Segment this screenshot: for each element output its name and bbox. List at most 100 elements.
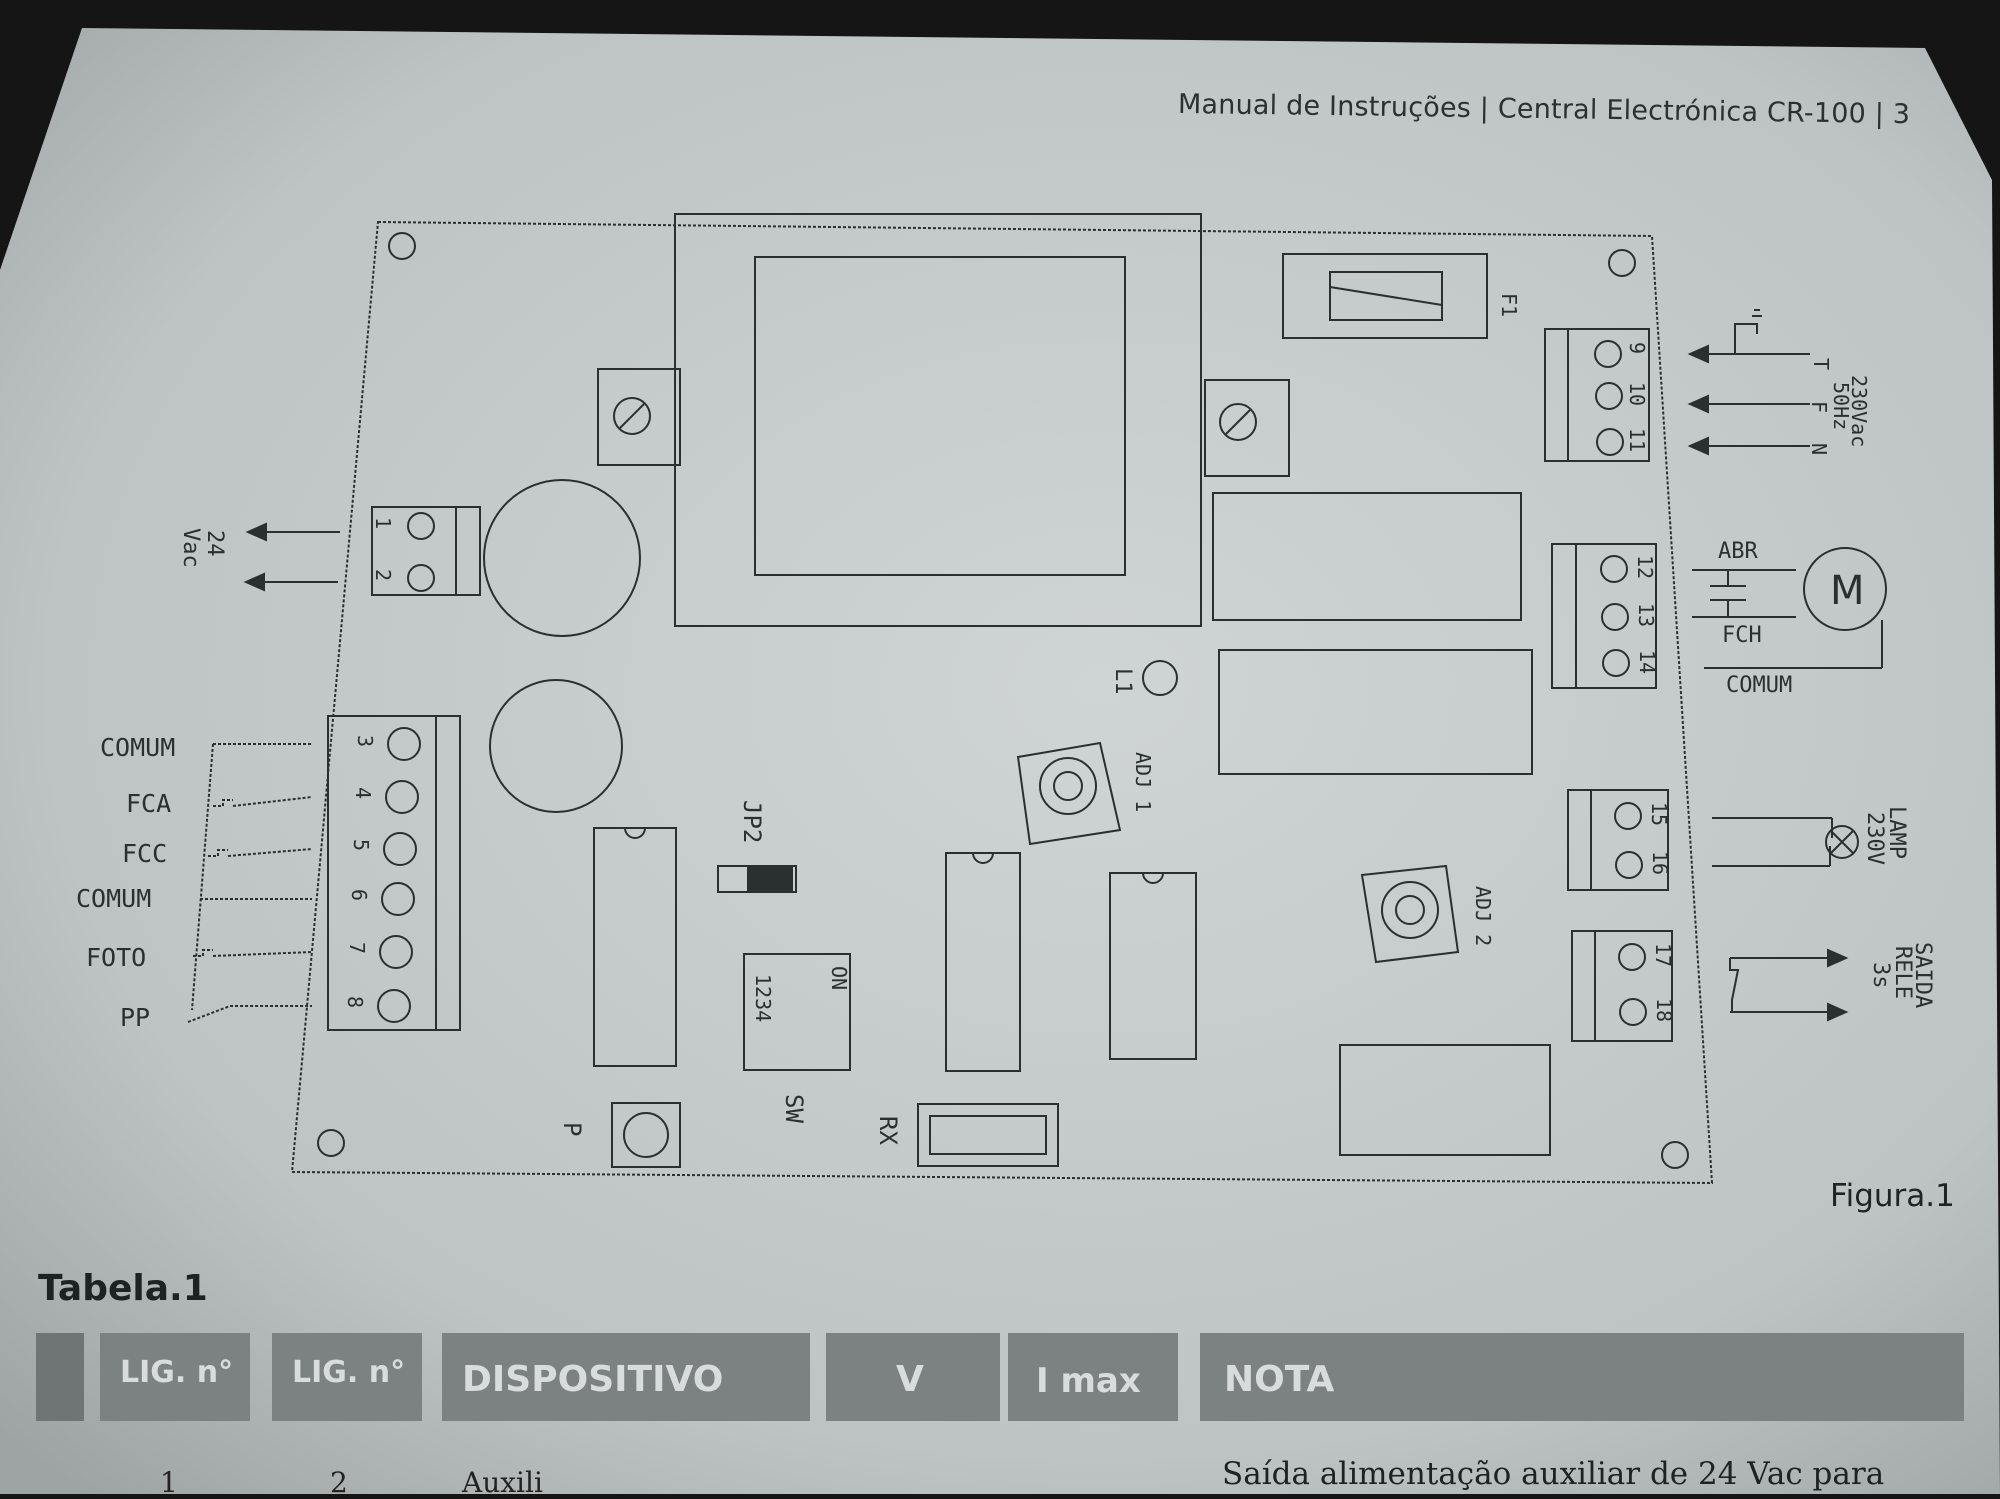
label-input-fca: FCA bbox=[126, 789, 171, 818]
dip-switch bbox=[743, 953, 851, 1071]
label-adj1: ADJ 1 bbox=[1131, 752, 1155, 812]
terminal-number: 10 bbox=[1625, 382, 1649, 406]
label-relay-out: SAIDA bbox=[1910, 942, 1935, 1008]
label-adj2: ADJ 2 bbox=[1471, 886, 1495, 946]
transformer-tab bbox=[597, 368, 681, 466]
motor-wiring bbox=[1692, 569, 1883, 669]
table-cell-lig2: 2 bbox=[330, 1466, 348, 1499]
terminal-number: 1 bbox=[371, 517, 395, 529]
label-mains-rating: 230Vac bbox=[1847, 375, 1871, 447]
table-header-nota: NOTA bbox=[1200, 1333, 1964, 1421]
mount-hole bbox=[1661, 1141, 1689, 1169]
label-input-foto: FOTO bbox=[86, 943, 146, 972]
transformer bbox=[674, 213, 1202, 627]
motor-icon bbox=[1803, 547, 1887, 631]
adj2-potentiometer bbox=[1360, 864, 1460, 964]
terminal-number: 13 bbox=[1634, 603, 1658, 627]
label-lamp-voltage: 230V bbox=[1862, 812, 1887, 865]
ic-chip-2 bbox=[945, 852, 1021, 1072]
transformer-tab bbox=[1204, 379, 1290, 477]
label-relay-word: RELE bbox=[1890, 946, 1915, 999]
mount-hole bbox=[388, 232, 416, 260]
input-wiring bbox=[187, 743, 313, 1023]
table-header-dispositivo: DISPOSITIVO bbox=[442, 1333, 810, 1421]
terminal-block-motor bbox=[1551, 543, 1657, 689]
label-motor-fch: FCH bbox=[1722, 623, 1762, 648]
terminal-number: 18 bbox=[1652, 998, 1676, 1022]
label-sw: SW bbox=[780, 1094, 808, 1123]
pcb-outline bbox=[290, 220, 1714, 1185]
label-input-pp: PP bbox=[120, 1003, 150, 1032]
jp2-jumper bbox=[717, 865, 797, 893]
relay bbox=[1218, 649, 1533, 775]
table-title: Tabela.1 bbox=[38, 1268, 208, 1309]
figure-caption: Figura.1 bbox=[1830, 1178, 1955, 1214]
label-supply-24: 24 bbox=[202, 530, 227, 557]
arrow-icon bbox=[243, 522, 340, 592]
terminal-block-mains bbox=[1544, 328, 1650, 462]
table-header-v: V bbox=[826, 1333, 1000, 1421]
terminal-number: 11 bbox=[1625, 428, 1649, 452]
table-cell-device: Auxili bbox=[462, 1466, 543, 1499]
label-dip-on: ON bbox=[827, 966, 851, 990]
screw-icon bbox=[613, 397, 651, 435]
label-rx: RX bbox=[874, 1116, 902, 1145]
terminal-block-lamp bbox=[1567, 789, 1669, 891]
relay bbox=[1212, 492, 1522, 621]
label-led: L1 bbox=[1110, 668, 1135, 695]
lamp-wiring bbox=[1712, 817, 1833, 867]
terminal-number: 7 bbox=[345, 942, 369, 954]
mount-hole bbox=[317, 1129, 345, 1157]
label-button-p: P bbox=[558, 1122, 586, 1136]
label-dip-numbers: 1234 bbox=[751, 974, 775, 1022]
ic-chip-3 bbox=[1109, 872, 1197, 1060]
terminal-number: 14 bbox=[1635, 650, 1659, 674]
terminal-number: 17 bbox=[1651, 943, 1675, 967]
adj1-potentiometer bbox=[1016, 741, 1122, 846]
terminal-block-relay bbox=[1571, 930, 1673, 1042]
table-header-imax: I max bbox=[1008, 1333, 1178, 1421]
label-mains-freq: 50Hz bbox=[1829, 382, 1853, 430]
label-jp2: JP2 bbox=[738, 800, 766, 843]
table-header-lig1: LIG. n° bbox=[100, 1333, 250, 1421]
label-input-comum1: COMUM bbox=[100, 733, 175, 762]
capacitor bbox=[489, 679, 623, 813]
label-mains-t: T bbox=[1809, 358, 1833, 370]
lamp-icon bbox=[1825, 825, 1859, 859]
paper-sheet bbox=[0, 28, 2000, 1494]
label-mains-n: N bbox=[1807, 443, 1831, 455]
label-lamp: LAMP bbox=[1884, 806, 1909, 859]
screw-icon bbox=[1219, 403, 1257, 441]
label-motor-abr: ABR bbox=[1718, 539, 1758, 564]
terminal-number: 9 bbox=[1625, 342, 1649, 354]
push-button-p bbox=[611, 1102, 681, 1168]
terminal-block-inputs bbox=[327, 715, 461, 1031]
label-input-comum2: COMUM bbox=[76, 884, 151, 913]
terminal-number: 3 bbox=[353, 735, 377, 747]
terminal-number: 4 bbox=[351, 787, 375, 799]
mains-input-arrows bbox=[1687, 309, 1810, 456]
fuse-holder bbox=[1282, 253, 1488, 339]
led-indicator bbox=[1142, 660, 1178, 696]
terminal-number: 6 bbox=[347, 889, 371, 901]
terminal-number: 16 bbox=[1648, 851, 1672, 875]
label-mains-f: F bbox=[1807, 401, 1831, 413]
label-fuse: F1 bbox=[1497, 293, 1521, 317]
label-relay-time: 3s bbox=[1868, 962, 1893, 989]
terminal-block-24vac bbox=[371, 506, 481, 596]
mount-hole bbox=[1608, 249, 1636, 277]
table-cell-lig1: 1 bbox=[160, 1466, 178, 1499]
label-supply-unit: Vac bbox=[178, 528, 203, 568]
label-motor-symbol: M bbox=[1830, 568, 1865, 614]
capacitor bbox=[483, 479, 641, 637]
terminal-number: 12 bbox=[1633, 555, 1657, 579]
terminal-number: 8 bbox=[343, 996, 367, 1008]
relay-output-arrows bbox=[1729, 948, 1849, 1022]
terminal-number: 5 bbox=[349, 839, 373, 851]
terminal-number: 2 bbox=[371, 569, 395, 581]
table-header-lig2: LIG. n° bbox=[272, 1333, 422, 1421]
terminal-number: 15 bbox=[1647, 802, 1671, 826]
ic-chip-1 bbox=[593, 827, 677, 1067]
table-cell-note: Saída alimentação auxiliar de 24 Vac par… bbox=[1222, 1456, 1885, 1492]
